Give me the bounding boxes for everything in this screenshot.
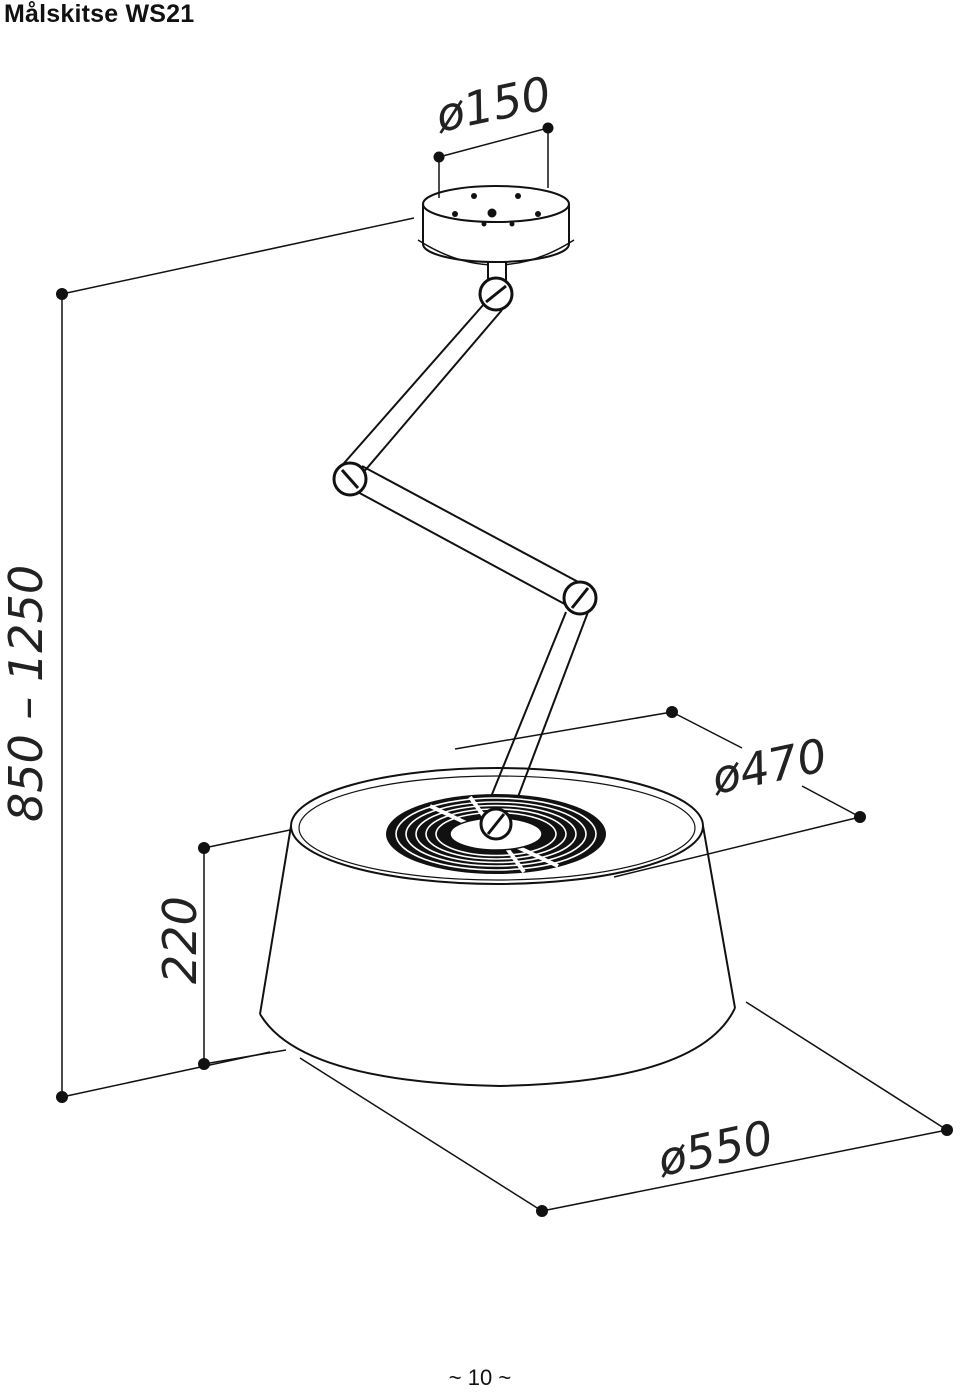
dimension-top-diameter: ø150 bbox=[430, 66, 556, 198]
articulated-arm bbox=[337, 261, 589, 819]
dimension-outer-diameter: ø550 bbox=[299, 1001, 953, 1217]
page-number: ~ 10 ~ bbox=[448, 1365, 512, 1390]
shade-height-label: 220 bbox=[153, 896, 207, 984]
arm-joint-1 bbox=[478, 276, 514, 312]
ceiling-canopy bbox=[417, 185, 575, 266]
arm-joint-4 bbox=[479, 807, 513, 841]
outer-diameter-label: ø550 bbox=[652, 1110, 778, 1187]
dimension-inner-diameter: ø470 bbox=[454, 706, 866, 878]
height-range-label: 850 – 1250 bbox=[0, 565, 53, 822]
dimension-height-range: 850 – 1250 bbox=[0, 217, 415, 1103]
arm-joint-3 bbox=[562, 580, 598, 616]
sketch-title: Målskitse WS21 bbox=[4, 0, 195, 28]
hood-shade bbox=[259, 767, 736, 1088]
dimension-shade-height: 220 bbox=[153, 829, 291, 1070]
arm-joint-2 bbox=[332, 461, 368, 497]
